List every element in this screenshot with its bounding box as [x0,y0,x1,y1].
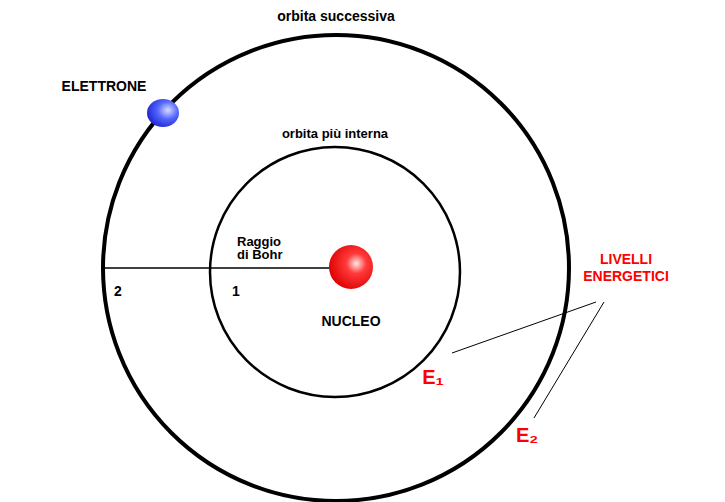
electron-label: ELETTRONE [62,78,147,94]
orbit-circle: orbita più internaNUCLEO [210,147,460,397]
energy-level-label: E₁ [422,366,444,389]
circle-shape [103,35,569,501]
circle-label: orbita più interna [282,126,388,141]
circle-label: orbita successiva [277,8,395,24]
leader-line [534,302,604,418]
radius-line [102,267,350,269]
circle-label: NUCLEO [321,313,380,329]
nucleus-circle: NUCLEO [329,245,373,289]
leader-line [452,302,596,353]
energy-levels-label: LIVELLI ENERGETICI [576,251,676,285]
radius-label: Raggio di Bohr [237,235,292,261]
orbit-number: 2 [114,283,122,299]
electron-symbol [147,99,179,127]
circle-shape [210,147,460,397]
orbit-number: 1 [232,283,240,299]
circle-shape [329,245,373,289]
orbit-circle: orbita successivaorbita più internaNUCLE… [103,35,569,501]
circle-outline [329,245,373,289]
energy-level-label: E₂ [516,424,538,447]
